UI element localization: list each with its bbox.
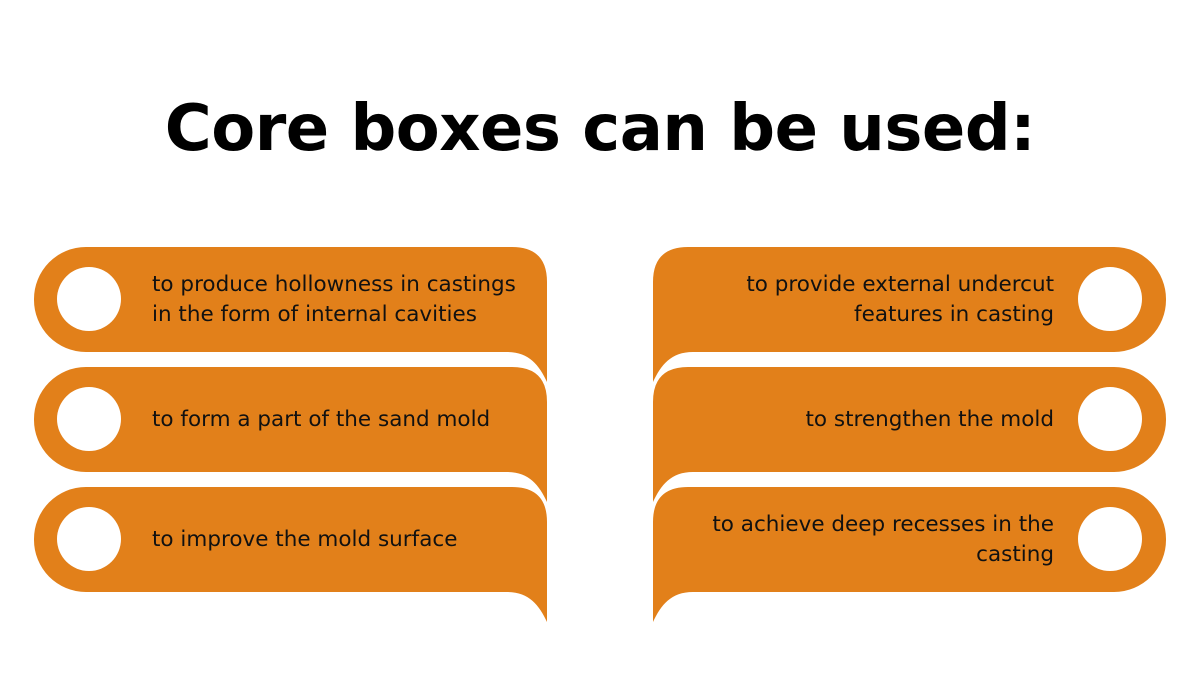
- card-label: to strengthen the mold: [805, 406, 1055, 432]
- left-card-3: to improve the mold surface: [33, 487, 548, 623]
- card-label: to provide external undercut features in…: [746, 271, 1054, 327]
- left-card-1: to produce hollowness in castings in the…: [33, 247, 548, 383]
- circle-bullet-icon: [57, 387, 121, 451]
- right-card-2: to strengthen the mold: [653, 367, 1167, 503]
- card-shape: [33, 487, 548, 622]
- card-shape: [33, 247, 548, 382]
- right-card-1: to provide external undercut features in…: [653, 247, 1167, 383]
- card-label: to improve the mold surface: [152, 526, 458, 552]
- circle-bullet-icon: [1078, 267, 1142, 331]
- left-card-2: to form a part of the sand mold: [33, 367, 548, 503]
- card-label: to form a part of the sand mold: [152, 406, 491, 432]
- circle-bullet-icon: [1078, 507, 1142, 571]
- card-label: to achieve deep recesses in the casting: [712, 511, 1054, 567]
- right-card-3: to achieve deep recesses in the casting: [653, 487, 1167, 623]
- card-shape: [653, 487, 1167, 622]
- card-shape: [653, 367, 1167, 502]
- card-label: to produce hollowness in castings in the…: [152, 271, 516, 327]
- circle-bullet-icon: [57, 507, 121, 571]
- card-shape: [653, 247, 1167, 382]
- card-shape: [33, 367, 548, 502]
- circle-bullet-icon: [57, 267, 121, 331]
- circle-bullet-icon: [1078, 387, 1142, 451]
- page-title: Core boxes can be used:: [164, 92, 1036, 166]
